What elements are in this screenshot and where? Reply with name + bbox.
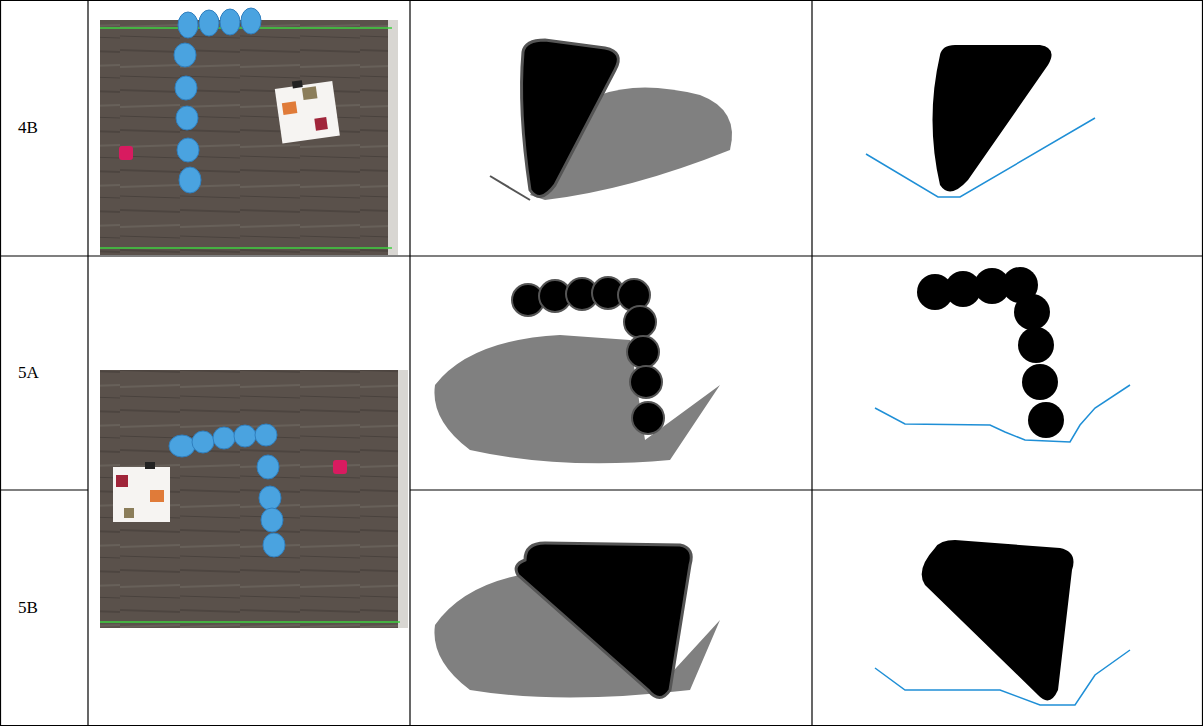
path-5a: [875, 267, 1130, 442]
occupancy-5b: [434, 543, 720, 698]
row-label: 5A: [18, 363, 39, 383]
row-label: 4B: [18, 118, 38, 138]
photo-5a-5b: [100, 370, 408, 628]
path-4b: [866, 45, 1095, 197]
path-5b: [875, 540, 1130, 705]
row-label: 5B: [18, 598, 38, 618]
occupancy-4b: [490, 40, 732, 200]
photo-4b: [100, 8, 398, 255]
occupancy-5a: [434, 277, 720, 463]
